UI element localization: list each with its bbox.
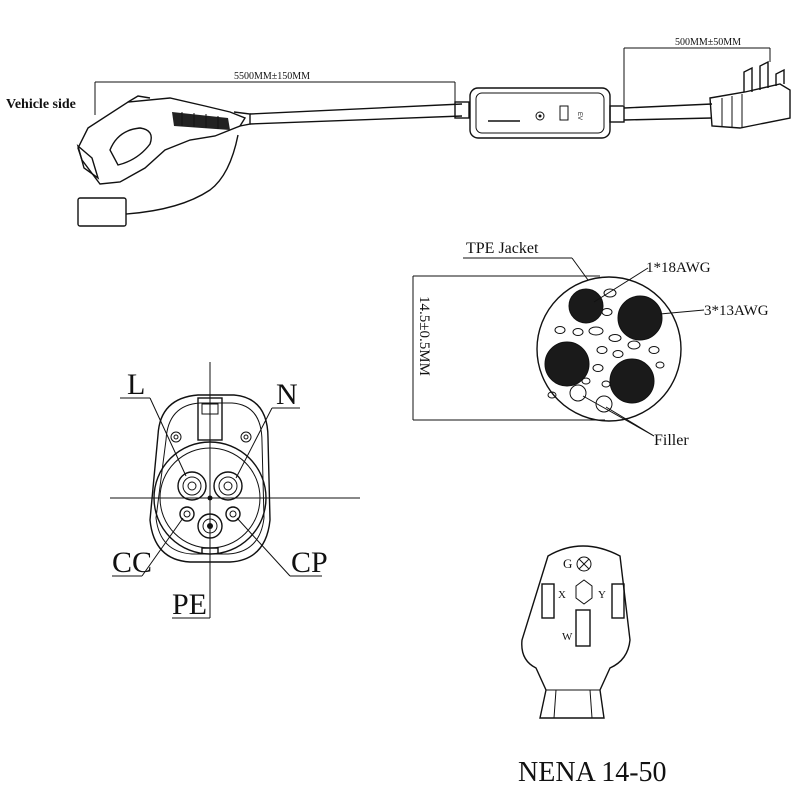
power-wire-3 <box>609 358 655 404</box>
label-cc: CC <box>112 546 152 579</box>
pin-l <box>177 471 207 501</box>
filler-2 <box>595 395 613 413</box>
filler-1 <box>569 384 587 402</box>
main-cable <box>249 101 470 125</box>
plug-cable <box>609 103 713 123</box>
power-wire-2 <box>544 341 590 387</box>
signal-wire <box>568 288 604 324</box>
pin-y <box>611 583 625 619</box>
charger-assembly: Vehicle side 5500MM±150MM <box>6 37 791 227</box>
center-hex <box>575 579 593 605</box>
connector-face: L N CC CP PE <box>110 362 360 621</box>
label-l: L <box>127 368 145 401</box>
label-y: Y <box>598 589 606 601</box>
plug-cable-length-label: 500MM±50MM <box>675 37 741 48</box>
pin-g <box>576 556 592 572</box>
cable-cross-section: 14.5±0.5MM TPE Jacket <box>412 240 769 449</box>
label-cp: CP <box>291 546 328 579</box>
power-wire-label: 3*13AWG <box>704 303 769 319</box>
cable-length-label: 5500MM±150MM <box>234 71 310 82</box>
connector-cap <box>77 134 239 227</box>
pin-n <box>213 471 243 501</box>
plug-cable-dimension: 500MM±50MM <box>623 37 771 105</box>
pin-x <box>541 583 555 619</box>
diameter-label: 14.5±0.5MM <box>416 296 432 376</box>
pin-cc <box>179 506 195 522</box>
label-g: G <box>563 556 572 571</box>
filler-ovals <box>547 288 665 399</box>
nema-plug-face: G X Y W NENA 14-50 <box>518 545 667 788</box>
plug-title: NENA 14-50 <box>518 757 667 788</box>
control-box: EV <box>469 87 611 139</box>
jacket-label: TPE Jacket <box>466 240 539 257</box>
pin-w <box>575 609 591 647</box>
cable-length-dimension: 5500MM±150MM <box>94 71 456 115</box>
label-x: X <box>558 589 566 601</box>
label-n: N <box>276 378 298 411</box>
filler-label: Filler <box>654 432 689 449</box>
label-w: W <box>562 631 573 643</box>
nema-plug-side <box>709 60 791 129</box>
control-box-label: EV <box>576 112 582 120</box>
tpe-jacket <box>536 276 682 422</box>
signal-wire-label: 1*18AWG <box>646 260 711 276</box>
vehicle-side-label: Vehicle side <box>6 97 76 112</box>
pin-cp <box>225 506 241 522</box>
power-wire-1 <box>617 295 663 341</box>
label-pe: PE <box>172 588 207 621</box>
pin-pe <box>197 513 223 539</box>
ev-connector <box>76 95 251 185</box>
